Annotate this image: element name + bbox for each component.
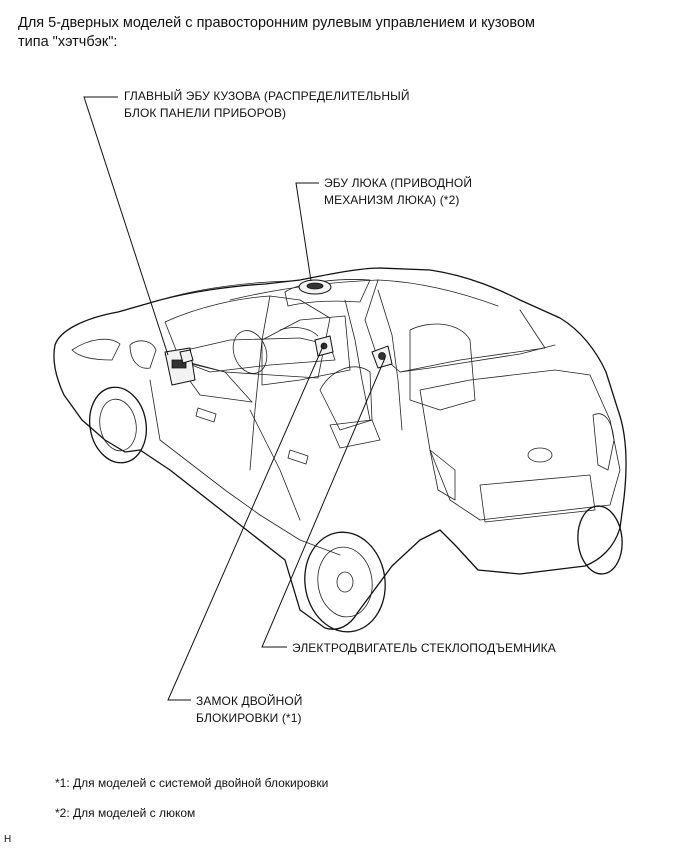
car-wheels xyxy=(88,386,623,633)
diagram-heading: Для 5-дверных моделей с правосторонним р… xyxy=(18,14,648,52)
footnote-1: *1: Для моделей с системой двойной блоки… xyxy=(55,776,329,790)
sunroof-ecu-part xyxy=(298,279,332,295)
callout-body-ecu: ГЛАВНЫЙ ЭБУ КУЗОВА (РАСПРЕДЕЛИТЕЛЬНЫЙ БЛ… xyxy=(124,88,410,122)
callout-sunroof-ecu-line-2: МЕХАНИЗМ ЛЮКА) (*2) xyxy=(324,193,460,207)
double-lock-part xyxy=(314,335,334,357)
car-body xyxy=(53,267,627,630)
callout-double-lock: ЗАМОК ДВОЙНОЙ БЛОКИРОВКИ (*1) xyxy=(196,693,303,727)
callout-window-motor-line-1: ЭЛЕКТРОДВИГАТЕЛЬ СТЕКЛОПОДЪЕМНИКА xyxy=(292,641,556,655)
callout-double-lock-line-2: БЛОКИРОВКИ (*1) xyxy=(196,711,302,725)
heading-line-1: Для 5-дверных моделей с правосторонним р… xyxy=(18,15,535,31)
callout-sunroof-ecu: ЭБУ ЛЮКА (ПРИВОДНОЙ МЕХАНИЗМ ЛЮКА) (*2) xyxy=(324,175,472,209)
callout-sunroof-ecu-line-1: ЭБУ ЛЮКА (ПРИВОДНОЙ xyxy=(324,176,473,190)
callout-body-ecu-line-1: ГЛАВНЫЙ ЭБУ КУЗОВА (РАСПРЕДЕЛИТЕЛЬНЫЙ xyxy=(124,89,410,103)
window-motor-part xyxy=(371,345,393,369)
heading-line-2: типа "хэтчбэк": xyxy=(18,34,118,50)
leader-lines xyxy=(83,96,386,701)
footnote-2: *2: Для моделей с люком xyxy=(55,806,196,820)
callout-body-ecu-line-2: БЛОК ПАНЕЛИ ПРИБОРОВ) xyxy=(124,106,287,120)
body-ecu-part xyxy=(164,347,196,386)
corner-mark: H xyxy=(4,834,12,845)
callout-window-motor: ЭЛЕКТРОДВИГАТЕЛЬ СТЕКЛОПОДЪЕМНИКА xyxy=(292,640,556,657)
callout-double-lock-line-1: ЗАМОК ДВОЙНОЙ xyxy=(196,694,303,708)
